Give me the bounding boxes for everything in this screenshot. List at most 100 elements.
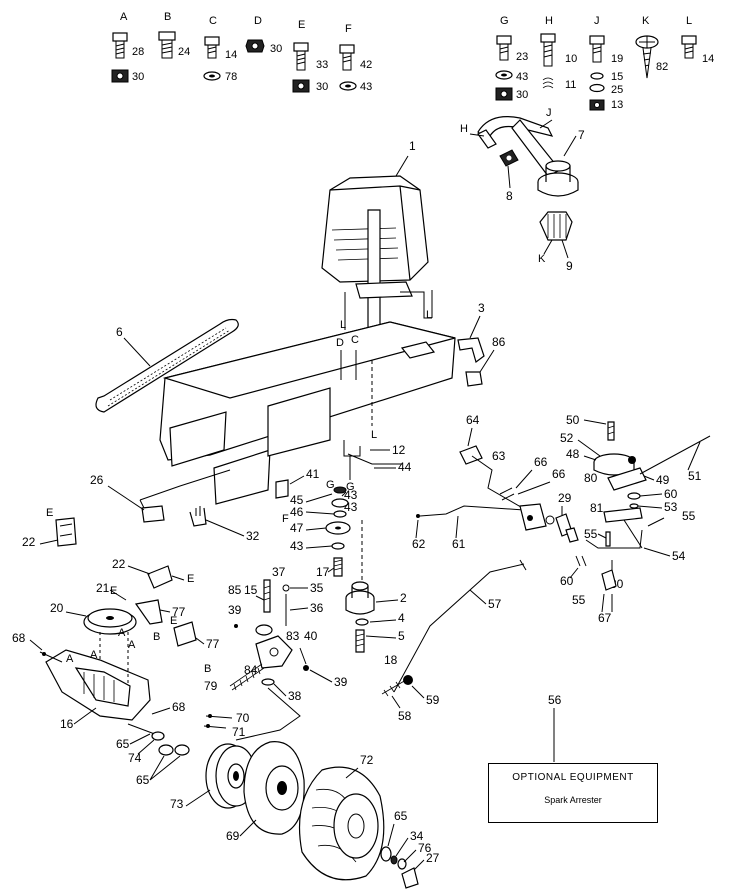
bolt-j-head <box>589 35 605 45</box>
optional-equipment-box: OPTIONAL EQUIPMENT Spark Arrester <box>488 763 658 823</box>
screw-k-shank <box>642 47 652 79</box>
callout-59: 59 <box>426 693 440 707</box>
hw-letter-f: F <box>345 23 352 35</box>
bolt-55 <box>605 531 611 547</box>
inline-letter-b2: B <box>204 663 211 675</box>
callout-77b: 77 <box>206 637 220 651</box>
inline-letter-d: D <box>336 337 344 349</box>
clip-62 <box>416 514 420 518</box>
idler-assembly: 2 4 5 <box>345 520 407 653</box>
callout-39b: 39 <box>334 675 348 689</box>
clip-41 <box>275 479 289 499</box>
pipe-flange <box>477 129 497 149</box>
spring-79 <box>229 663 265 691</box>
callout-70: 70 <box>236 711 250 725</box>
callout-43c: 43 <box>290 539 304 553</box>
inline-letter-a4: A <box>128 639 136 651</box>
hw-num-30c: 30 <box>316 81 328 93</box>
hw-num-30b: 30 <box>270 43 282 55</box>
bolt-37 <box>263 579 271 613</box>
washer-65a <box>158 744 174 756</box>
washer-74 <box>151 731 165 741</box>
washer-43b <box>331 542 345 550</box>
callout-49: 49 <box>656 473 670 487</box>
bolt-c-head <box>204 36 220 46</box>
callout-29: 29 <box>558 491 572 505</box>
callout-8: 8 <box>506 189 513 203</box>
callout-7: 7 <box>578 128 585 142</box>
crankshaft <box>367 209 381 331</box>
pulley-stack: 43 43 45 46 F 47 43 17 <box>282 486 358 579</box>
part-22a <box>55 517 77 547</box>
callout-5: 5 <box>398 629 405 643</box>
callout-65b: 65 <box>136 773 150 787</box>
pins-66 <box>499 487 515 501</box>
callout-22a: 22 <box>22 535 36 549</box>
inline-letter-g2: G <box>346 481 355 493</box>
key-34 <box>390 855 398 865</box>
hw-num-23: 23 <box>516 51 528 63</box>
bolt-g-thread <box>499 44 509 61</box>
callout-17: 17 <box>316 565 330 579</box>
inline-letter-a2: A <box>90 649 98 661</box>
callout-62: 62 <box>412 537 426 551</box>
hw-letter-d: D <box>254 15 262 27</box>
hw-num-11: 11 <box>565 79 576 91</box>
inline-letter-a3: A <box>118 627 126 639</box>
bracket-12 <box>343 440 402 465</box>
washer-4 <box>355 618 369 626</box>
nut-59 <box>403 675 413 685</box>
inline-letter-c: C <box>351 334 359 346</box>
callout-77a: 77 <box>172 605 186 619</box>
callout-43b: 43 <box>344 500 358 514</box>
inline-letter-l2: L <box>426 309 432 321</box>
bolt-j-thread <box>592 44 602 63</box>
washer-j1 <box>590 72 604 80</box>
callout-40: 40 <box>304 629 318 643</box>
plug-86 <box>465 371 483 387</box>
inline-letter-e3: E <box>110 585 117 597</box>
bracket-lever <box>519 503 547 531</box>
bolt-f-thread <box>342 53 352 71</box>
pin-35 <box>282 584 290 592</box>
cap-27 <box>401 867 419 889</box>
callout-50: 50 <box>566 413 580 427</box>
inline-letter-l1: L <box>340 319 346 331</box>
muffler-assembly: H J K 7 8 9 <box>460 107 585 273</box>
bolt-b-thread <box>161 40 173 59</box>
hw-letter-b: B <box>164 11 171 23</box>
frame: D C L <box>139 321 456 513</box>
washer-65c <box>380 846 392 862</box>
callout-12: 12 <box>392 443 406 457</box>
callout-36: 36 <box>310 601 324 615</box>
callout-38: 38 <box>288 689 302 703</box>
elbow-3 <box>457 337 485 364</box>
callout-43a: 43 <box>344 488 358 502</box>
hw-letter-g: G <box>500 15 509 27</box>
callout-86: 86 <box>492 335 506 349</box>
callout-72: 72 <box>360 753 374 767</box>
callout-64: 64 <box>466 413 480 427</box>
inline-letter-g1: G <box>326 479 335 491</box>
callout-51: 51 <box>688 469 702 483</box>
hw-num-15: 15 <box>611 71 623 83</box>
hw-num-19: 19 <box>611 53 623 65</box>
inline-letter-e4: E <box>170 615 177 627</box>
bolt-e-thread <box>296 51 306 71</box>
part-32 <box>189 507 207 527</box>
idler-arm: 37 85 15 35 36 39 83 40 39 79 84 38 <box>204 565 348 741</box>
callout-22b: 22 <box>112 557 126 571</box>
callout-37: 37 <box>272 565 286 579</box>
hardware-row: A 28 30 B 24 C 14 78 D 30 E 33 30 F <box>111 11 714 111</box>
callout-76: 76 <box>418 841 432 855</box>
part-26 <box>141 505 165 523</box>
washer-45 <box>333 486 347 494</box>
bolt-50 <box>607 421 615 441</box>
spring-washer-h <box>542 77 554 89</box>
rod-54 <box>585 529 643 549</box>
parts-3-86: 3 86 <box>457 301 506 387</box>
hw-num-10: 10 <box>565 53 577 65</box>
hw-letter-e: E <box>298 19 305 31</box>
brake-linkage: 50 52 48 80 49 51 60 53 81 55 55 54 29 <box>555 413 711 625</box>
inline-letter-e1: E <box>46 507 53 519</box>
